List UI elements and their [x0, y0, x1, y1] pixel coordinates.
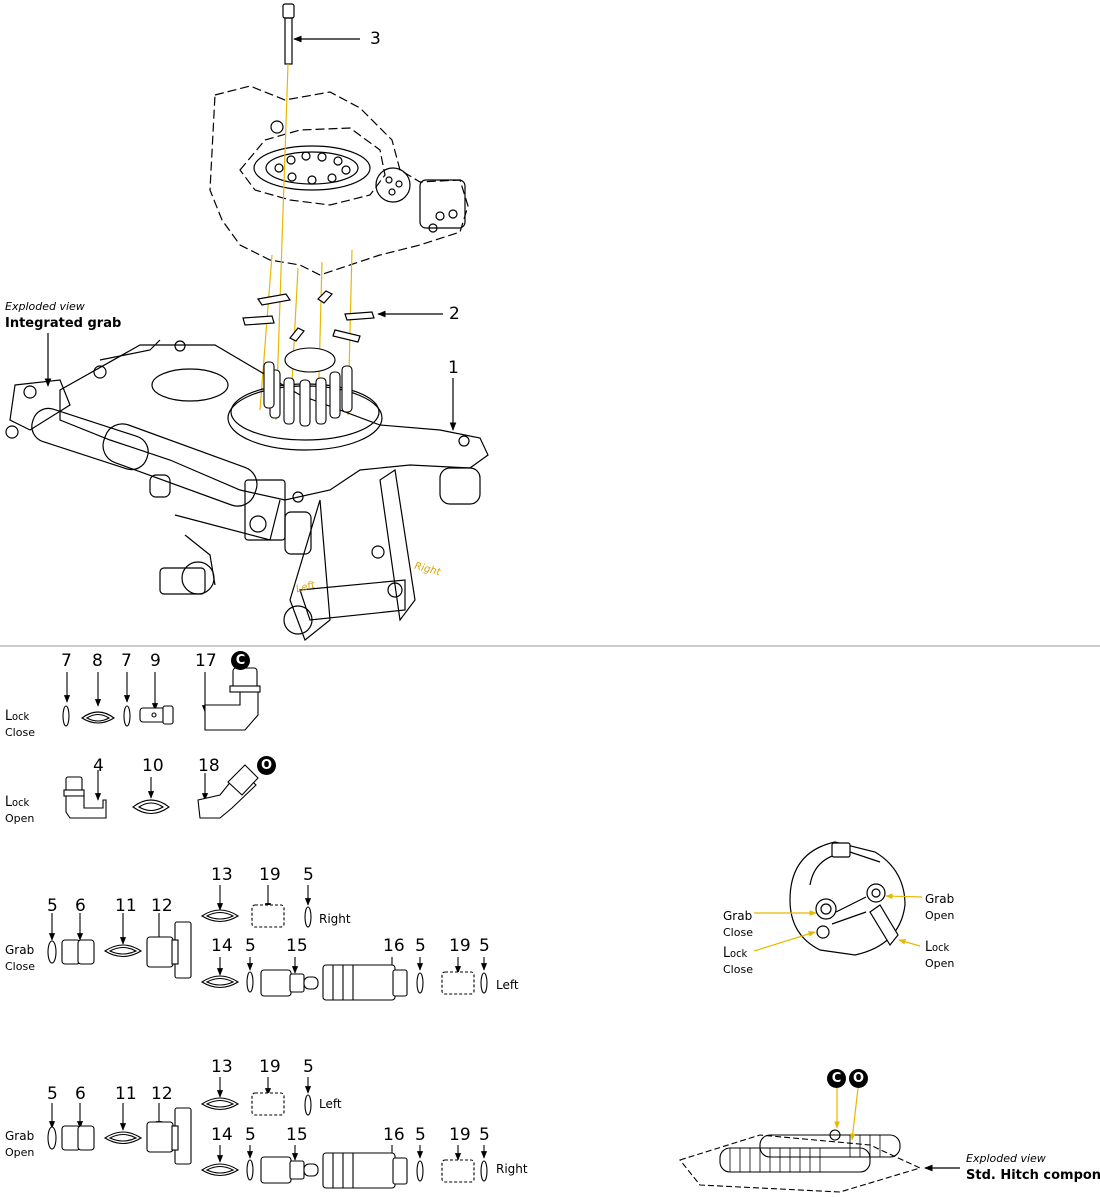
go-lower-side: Right: [496, 1162, 528, 1176]
gc-part-15: 15: [286, 936, 308, 956]
bearing-ring: [253, 145, 371, 191]
gc-part-19-upper: 19: [259, 865, 281, 885]
grab-frame: [5, 339, 489, 641]
part-9: 9: [150, 651, 161, 671]
grab-open-label: Grab Open: [5, 1129, 35, 1159]
go-part-11: 11: [115, 1084, 137, 1104]
gc-part-12: 12: [151, 896, 173, 916]
lock-close-label: Lock Close: [5, 708, 35, 739]
bolt-part-3: [282, 3, 295, 65]
part-18: 18: [198, 756, 220, 776]
go-part-5-lower-b: 5: [415, 1125, 426, 1145]
grab-close-parts: [47, 885, 488, 1001]
integrated-grab-caption: Integrated grab: [5, 316, 122, 331]
gc-part-6: 6: [75, 896, 86, 916]
gc-part-5-lower-c: 5: [479, 936, 490, 956]
gc-part-5-lower-a: 5: [245, 936, 256, 956]
rot-grab-close-label: Grab Close: [723, 909, 753, 939]
gc-part-5-lower-b: 5: [415, 936, 426, 956]
part-4: 4: [93, 756, 104, 776]
go-part-5: 5: [47, 1084, 58, 1104]
hitch-open-badge: O: [849, 1069, 868, 1088]
hitch-exploded-caption: Exploded view: [966, 1152, 1046, 1165]
keys-part-2: [242, 290, 375, 343]
rot-lock-close-label: Lock Close: [723, 945, 753, 976]
go-part-15: 15: [286, 1125, 308, 1145]
go-part-19-upper: 19: [259, 1057, 281, 1077]
gc-part-16: 16: [383, 936, 405, 956]
go-part-14: 14: [211, 1125, 233, 1145]
go-part-12: 12: [151, 1084, 173, 1104]
lock-open-parts: [63, 764, 259, 819]
gc-part-5-upper: 5: [303, 865, 314, 885]
go-part-5-lower-c: 5: [479, 1125, 490, 1145]
part-7-a: 7: [61, 651, 72, 671]
part-7-b: 7: [121, 651, 132, 671]
go-part-6: 6: [75, 1084, 86, 1104]
gc-part-13: 13: [211, 865, 233, 885]
callout-2: 2: [449, 304, 460, 324]
rotator-body: [209, 85, 469, 276]
part-17: 17: [195, 651, 217, 671]
gc-part-11: 11: [115, 896, 137, 916]
grab-close-label: Grab Close: [5, 943, 35, 973]
go-part-19-lower: 19: [449, 1125, 471, 1145]
go-part-5-lower-a: 5: [245, 1125, 256, 1145]
hitch-close-badge: C: [827, 1069, 846, 1088]
grab-open-parts: [47, 1077, 488, 1189]
rot-grab-open-label: Grab Open: [925, 892, 955, 922]
go-part-5-upper: 5: [303, 1057, 314, 1077]
callout-1: 1: [448, 358, 459, 378]
exploded-view-caption: Exploded view: [5, 300, 85, 313]
part-10: 10: [142, 756, 164, 776]
gc-part-5: 5: [47, 896, 58, 916]
rotator-port-detail: [789, 841, 906, 956]
gc-upper-side: Right: [319, 912, 351, 926]
lock-close-parts: [62, 667, 261, 731]
callout-3: 3: [370, 29, 381, 49]
hitch-components-caption: Std. Hitch components: [966, 1168, 1100, 1183]
gc-lower-side: Left: [496, 978, 519, 992]
lock-open-label: Lock Open: [5, 794, 35, 825]
go-upper-side: Left: [319, 1097, 342, 1111]
open-badge: O: [257, 756, 276, 775]
rot-lock-open-label: Lock Open: [925, 939, 955, 970]
close-badge: C: [231, 651, 250, 670]
part-8: 8: [92, 651, 103, 671]
go-part-13: 13: [211, 1057, 233, 1077]
go-part-16: 16: [383, 1125, 405, 1145]
gc-part-14: 14: [211, 936, 233, 956]
hitch-detail: [679, 1129, 922, 1193]
gc-part-19-lower: 19: [449, 936, 471, 956]
